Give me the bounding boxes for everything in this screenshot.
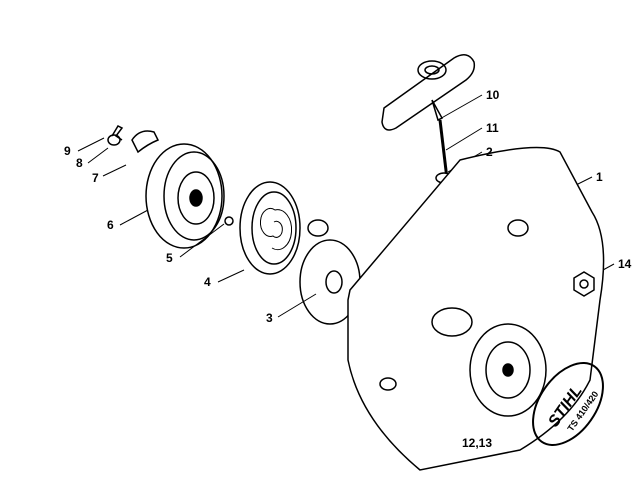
callout-1: 1 <box>596 170 603 184</box>
callout-8: 8 <box>76 156 83 170</box>
callout-5: 5 <box>166 251 173 265</box>
callout-14: 14 <box>618 257 632 271</box>
part-9-clip <box>111 125 124 141</box>
callout-11: 11 <box>486 121 499 135</box>
callout-12-13: 12,13 <box>462 436 493 450</box>
part-8-washer <box>107 134 121 146</box>
callout-9: 9 <box>64 144 71 158</box>
part-5-screw <box>224 216 234 226</box>
callout-10: 10 <box>486 88 500 102</box>
callout-2: 2 <box>486 145 493 159</box>
callout-4: 4 <box>204 275 211 289</box>
callout-3: 3 <box>266 311 273 325</box>
part-14-nut <box>573 271 595 297</box>
part-6-rope-rotor <box>145 143 225 249</box>
callout-6: 6 <box>107 218 114 232</box>
callout-7: 7 <box>92 171 99 185</box>
part-1-fan-housing <box>307 146 605 471</box>
part-7-pawl <box>131 130 160 154</box>
part-4-rewind-spring <box>239 181 301 275</box>
part-10-starter-grip <box>381 54 476 131</box>
